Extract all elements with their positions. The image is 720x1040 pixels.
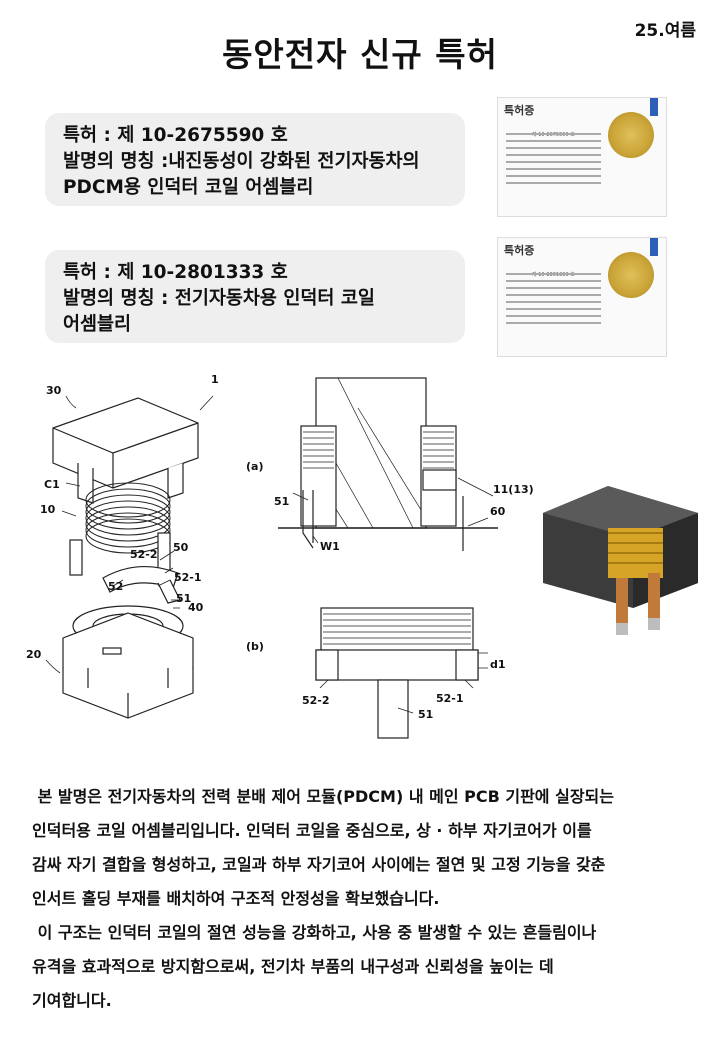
ref-label-40: 40	[188, 601, 204, 614]
certificate-1-number: 제 10-2675590 호	[532, 132, 575, 138]
certificate-2-text-lines	[506, 268, 601, 329]
description-line: 이 구조는 인덕터 코일의 절연 성능을 강화하고, 사용 중 발생할 수 있는…	[32, 923, 597, 942]
ref-label-1: 1	[211, 373, 219, 386]
description: 본 발명은 전기자동차의 전력 분배 제어 모듈(PDCM) 내 메인 PCB …	[32, 780, 692, 1018]
description-line: 유격을 효과적으로 방지함으로써, 전기차 부품의 내구성과 신뢰성을 높이는 …	[32, 957, 554, 976]
panel-label-b: (b)	[246, 640, 264, 653]
patent-name-1-line1: 발명의 명칭 :내진동성이 강화된 전기자동차의	[63, 151, 420, 172]
gold-seal-icon	[608, 112, 654, 158]
season-label: 25.여름	[634, 21, 696, 41]
patent-name-2-line2: 어셈블리	[63, 314, 132, 335]
patent-certificate-2-image: 특허증 제 10-2801333 호	[497, 237, 667, 357]
section-a-label-60: 60	[490, 505, 506, 518]
section-b-label-52-1: 52-1	[436, 692, 464, 705]
certificate-flag-icon	[650, 98, 658, 116]
section-b-label-51: 51	[418, 708, 433, 721]
description-line: 본 발명은 전기자동차의 전력 분배 제어 모듈(PDCM) 내 메인 PCB …	[32, 787, 614, 806]
ref-label-52-2: 52-2	[130, 548, 158, 561]
patent-card-2: 특허 : 제 10-2801333 호 발명의 명칭 : 전기자동차용 인덕터 …	[45, 250, 465, 343]
section-b-drawing	[315, 607, 488, 739]
panel-label-a: (a)	[246, 460, 263, 473]
ref-label-10: 10	[40, 503, 56, 516]
ref-label-50: 50	[173, 541, 189, 554]
patent-name-1-line2: PDCM용 인덕터 코일 어셈블리	[63, 177, 314, 198]
patent-number-2: 특허 : 제 10-2801333 호	[63, 262, 288, 283]
section-b-label-d1: d1	[490, 658, 506, 671]
section-a-drawing	[278, 377, 498, 551]
certificate-flag-icon	[650, 238, 658, 256]
ref-label-30: 30	[46, 384, 62, 397]
page-title: 동안전자 신규 특허	[222, 35, 498, 74]
patent-card-1: 특허 : 제 10-2675590 호 발명의 명칭 :내진동성이 강화된 전기…	[45, 113, 465, 206]
certificate-1-text-lines	[506, 128, 601, 189]
patent-drawings: 1 30 C1 10 50 52-2 52 52-1 51 40 20 (a) …	[26, 373, 698, 739]
ref-label-51: 51	[176, 592, 191, 605]
description-line: 기여합니다.	[32, 991, 112, 1010]
section-a-label-11-13: 11(13)	[493, 483, 534, 496]
inductor-3d-render	[543, 486, 698, 635]
description-line: 감싸 자기 결합을 형성하고, 코일과 하부 자기코어 사이에는 절연 및 고정…	[32, 855, 606, 874]
section-b-label-52-2: 52-2	[302, 694, 330, 707]
ref-label-c1: C1	[44, 478, 60, 491]
patent-name-2-line1: 발명의 명칭 : 전기자동차용 인덕터 코일	[63, 288, 375, 309]
ref-label-52-1: 52-1	[174, 571, 202, 584]
gold-seal-icon	[608, 252, 654, 298]
section-a-label-51: 51	[274, 495, 289, 508]
certificate-1-header: 특허증	[504, 104, 535, 117]
certificate-2-number: 제 10-2801333 호	[532, 272, 575, 278]
ref-label-20: 20	[26, 648, 42, 661]
description-line: 인서트 홀딩 부재를 배치하여 구조적 안정성을 확보했습니다.	[32, 889, 440, 908]
description-line: 인덕터용 코일 어셈블리입니다. 인덕터 코일을 중심으로, 상 · 하부 자기…	[32, 821, 592, 840]
exploded-view-drawing	[52, 397, 199, 719]
certificate-2-header: 특허증	[504, 244, 535, 257]
patent-certificate-1-image: 특허증 제 10-2675590 호	[497, 97, 667, 217]
section-a-label-w1: W1	[320, 540, 340, 553]
patent-number-1: 특허 : 제 10-2675590 호	[63, 125, 288, 146]
ref-label-52: 52	[108, 580, 123, 593]
